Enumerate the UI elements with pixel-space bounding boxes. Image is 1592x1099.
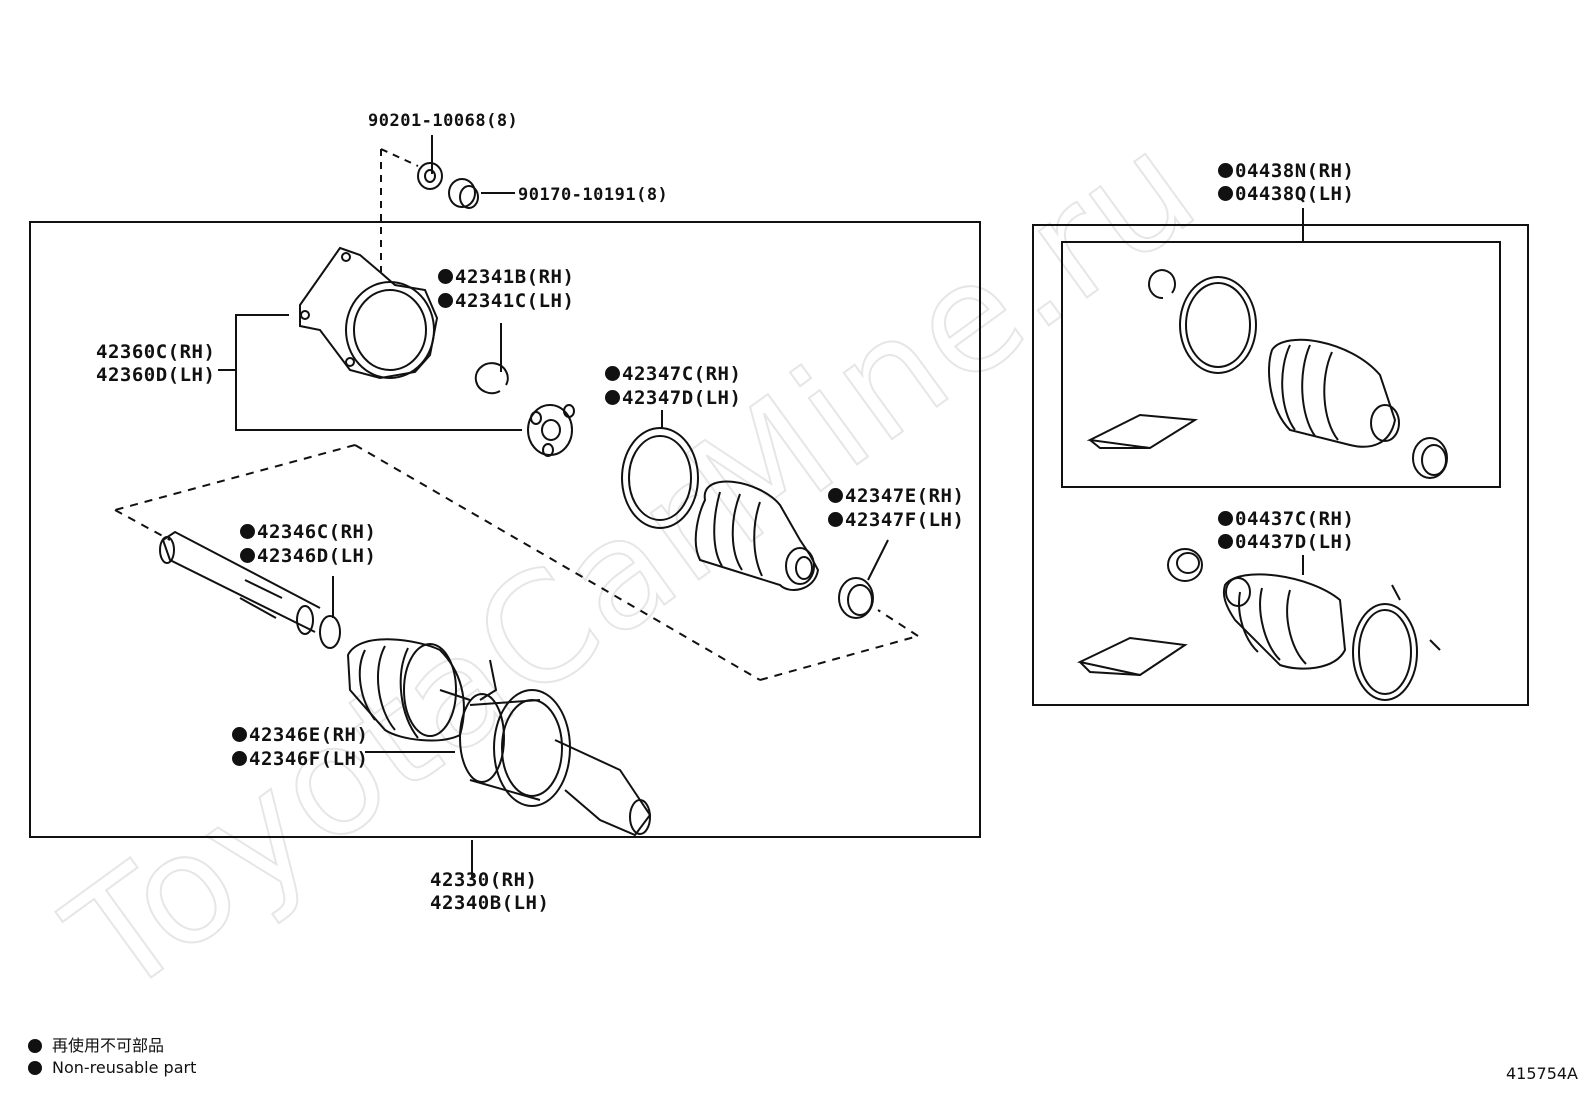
kit-inner-grease-pack-part — [1076, 636, 1188, 677]
label-42346f-lh[interactable]: 42346F(LH) — [232, 748, 368, 770]
inboard-boot-part — [694, 480, 820, 591]
label-42330-rh[interactable]: 42330(RH) — [430, 869, 538, 891]
non-reusable-dot-icon — [232, 727, 247, 742]
label-42346d-lh[interactable]: 42346D(LH) — [240, 545, 376, 567]
non-reusable-dot-icon — [828, 512, 843, 527]
label-04437c-rh[interactable]: 04437C(RH) — [1218, 508, 1354, 530]
non-reusable-dot-icon — [438, 293, 453, 308]
tripod-joint-part — [527, 404, 575, 457]
non-reusable-dot-icon — [1218, 511, 1233, 526]
inboard-boot-clamp-part — [621, 427, 699, 529]
inboard-small-clamp-part — [838, 577, 874, 619]
non-reusable-dot-icon — [828, 488, 843, 503]
kit-grease-pack-part — [1086, 413, 1199, 450]
kit-outer-small-band-part — [1412, 437, 1448, 479]
legend-en: Non-reusable part — [28, 1058, 196, 1077]
outer-kit-inner-frame — [1061, 241, 1501, 488]
label-04437d-lh[interactable]: 04437D(LH) — [1218, 531, 1354, 553]
label-42347f-lh[interactable]: 42347F(LH) — [828, 509, 964, 531]
non-reusable-dot-icon — [232, 751, 247, 766]
washer-part — [417, 162, 443, 190]
outboard-boot-part — [346, 638, 465, 742]
label-90170[interactable]: 90170-10191(8) — [518, 185, 669, 205]
kit-outer-band-part — [1179, 276, 1257, 374]
label-42341-lh[interactable]: 42341C(LH) — [438, 290, 574, 312]
label-42347c-rh[interactable]: 42347C(RH) — [605, 363, 741, 385]
label-04438q-lh[interactable]: 04438Q(LH) — [1218, 183, 1354, 205]
non-reusable-dot-icon — [438, 269, 453, 284]
figure-code: 415754A — [1505, 1064, 1578, 1083]
kit-inner-small-band-part — [1167, 548, 1203, 582]
non-reusable-dot-icon — [605, 366, 620, 381]
label-90201[interactable]: 90201-10068(8) — [368, 111, 519, 131]
drive-shaft-part — [159, 530, 341, 649]
kit-inner-boot-part — [1222, 573, 1347, 670]
non-reusable-dot-icon — [240, 524, 255, 539]
kit-outer-boot-part — [1268, 338, 1400, 448]
kit-inner-band-part — [1352, 603, 1418, 701]
label-42347e-rh[interactable]: 42347E(RH) — [828, 485, 964, 507]
label-42360-lh[interactable]: 42360D(LH) — [96, 364, 216, 386]
label-42346c-rh[interactable]: 42346C(RH) — [240, 521, 376, 543]
non-reusable-dot-icon — [1218, 163, 1233, 178]
non-reusable-dot-icon — [240, 548, 255, 563]
label-42360-rh[interactable]: 42360C(RH) — [96, 341, 216, 363]
inboard-joint-housing — [299, 246, 439, 380]
main-assembly-frame — [29, 221, 981, 838]
label-42341-rh[interactable]: 42341B(RH) — [438, 266, 574, 288]
label-04438n-rh[interactable]: 04438N(RH) — [1218, 160, 1354, 182]
non-reusable-dot-icon — [28, 1039, 42, 1053]
non-reusable-dot-icon — [605, 390, 620, 405]
non-reusable-dot-icon — [28, 1061, 42, 1075]
kit-frame — [1032, 224, 1529, 706]
kit-snap-ring-part — [1148, 269, 1176, 300]
legend-jp: 再使用不可部品 — [28, 1032, 164, 1056]
snap-ring-part — [474, 362, 509, 395]
label-42347d-lh[interactable]: 42347D(LH) — [605, 387, 741, 409]
label-42346e-rh[interactable]: 42346E(RH) — [232, 724, 368, 746]
outboard-cv-joint-part — [439, 689, 652, 837]
non-reusable-dot-icon — [1218, 186, 1233, 201]
label-42340b-lh[interactable]: 42340B(LH) — [430, 892, 550, 914]
nut-part — [448, 178, 476, 208]
non-reusable-dot-icon — [1218, 534, 1233, 549]
